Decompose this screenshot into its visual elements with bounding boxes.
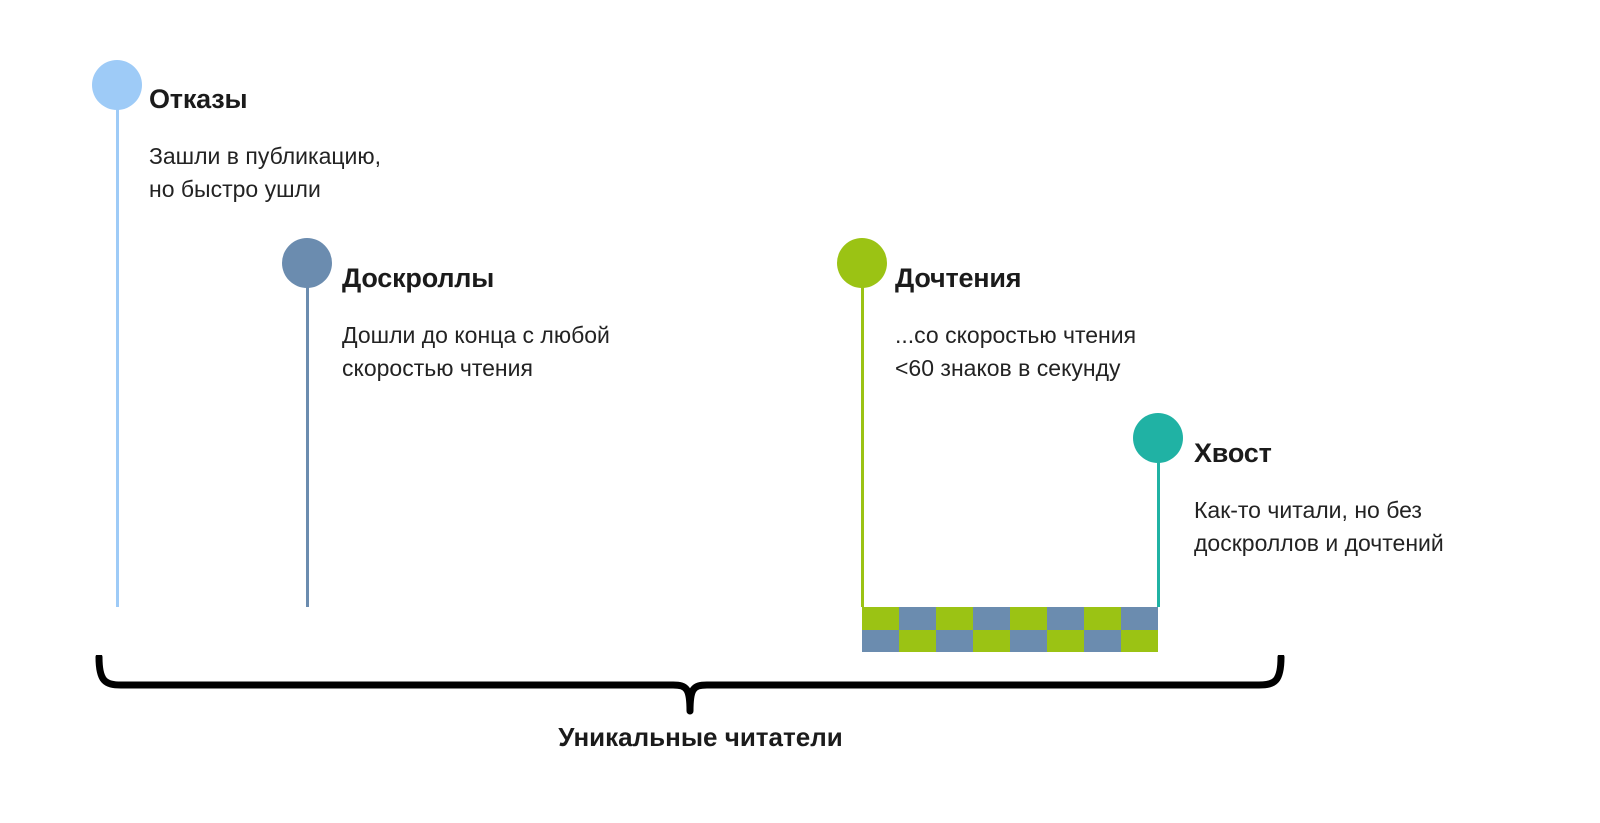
callout-title-read: Дочтения [895,263,1022,293]
unique-readers-caption: Уникальные читатели [558,722,843,752]
audience-bar [93,607,1308,652]
marker-stem-bounce [116,106,119,607]
checker-cell [1047,607,1084,630]
marker-circle-bounce[interactable] [92,60,142,110]
checker-cell [1084,607,1121,630]
marker-stem-tail [1157,459,1160,607]
checker-cell [973,607,1010,630]
callout-title-tail: Хвост [1194,438,1272,468]
brace-path [95,655,1285,715]
checker-cell [1047,629,1084,652]
checker-cell [1010,607,1047,630]
checker-cell [973,629,1010,652]
checker-cell [936,629,973,652]
checker-cell [936,607,973,630]
callout-scroll: Доскроллы Дошли до конца с любой скорост… [342,245,610,404]
bar-segment-read-checker[interactable] [862,607,1158,652]
callout-title-bounce: Отказы [149,84,248,114]
unique-readers-brace [95,655,1285,715]
marker-circle-scroll[interactable] [282,238,332,288]
callout-tail: Хвост Как-то читали, но без доскроллов и… [1194,420,1444,579]
marker-stem-read [861,284,864,607]
checker-cell [899,607,936,630]
callout-description-bounce: Зашли в публикацию, но быстро ушли [149,143,382,203]
marker-stem-scroll [306,284,309,607]
callout-description-scroll: Дошли до конца с любой скоростью чтения [342,322,610,382]
marker-circle-read[interactable] [837,238,887,288]
checker-cell [1121,629,1158,652]
checker-cell [862,607,899,630]
marker-circle-tail[interactable] [1133,413,1183,463]
checker-cell [1084,629,1121,652]
callout-description-read: ...со скоростью чтения <60 знаков в секу… [895,322,1137,382]
checker-cell [1121,607,1158,630]
callout-read: Дочтения ...со скоростью чтения <60 знак… [895,245,1136,404]
callout-title-scroll: Доскроллы [342,263,495,293]
checker-cell [1010,629,1047,652]
checker-cell [899,629,936,652]
checker-cell [862,629,899,652]
callout-bounce: Отказы Зашли в публикацию, но быстро ушл… [149,66,381,225]
callout-description-tail: Как-то читали, но без доскроллов и дочте… [1194,497,1444,557]
